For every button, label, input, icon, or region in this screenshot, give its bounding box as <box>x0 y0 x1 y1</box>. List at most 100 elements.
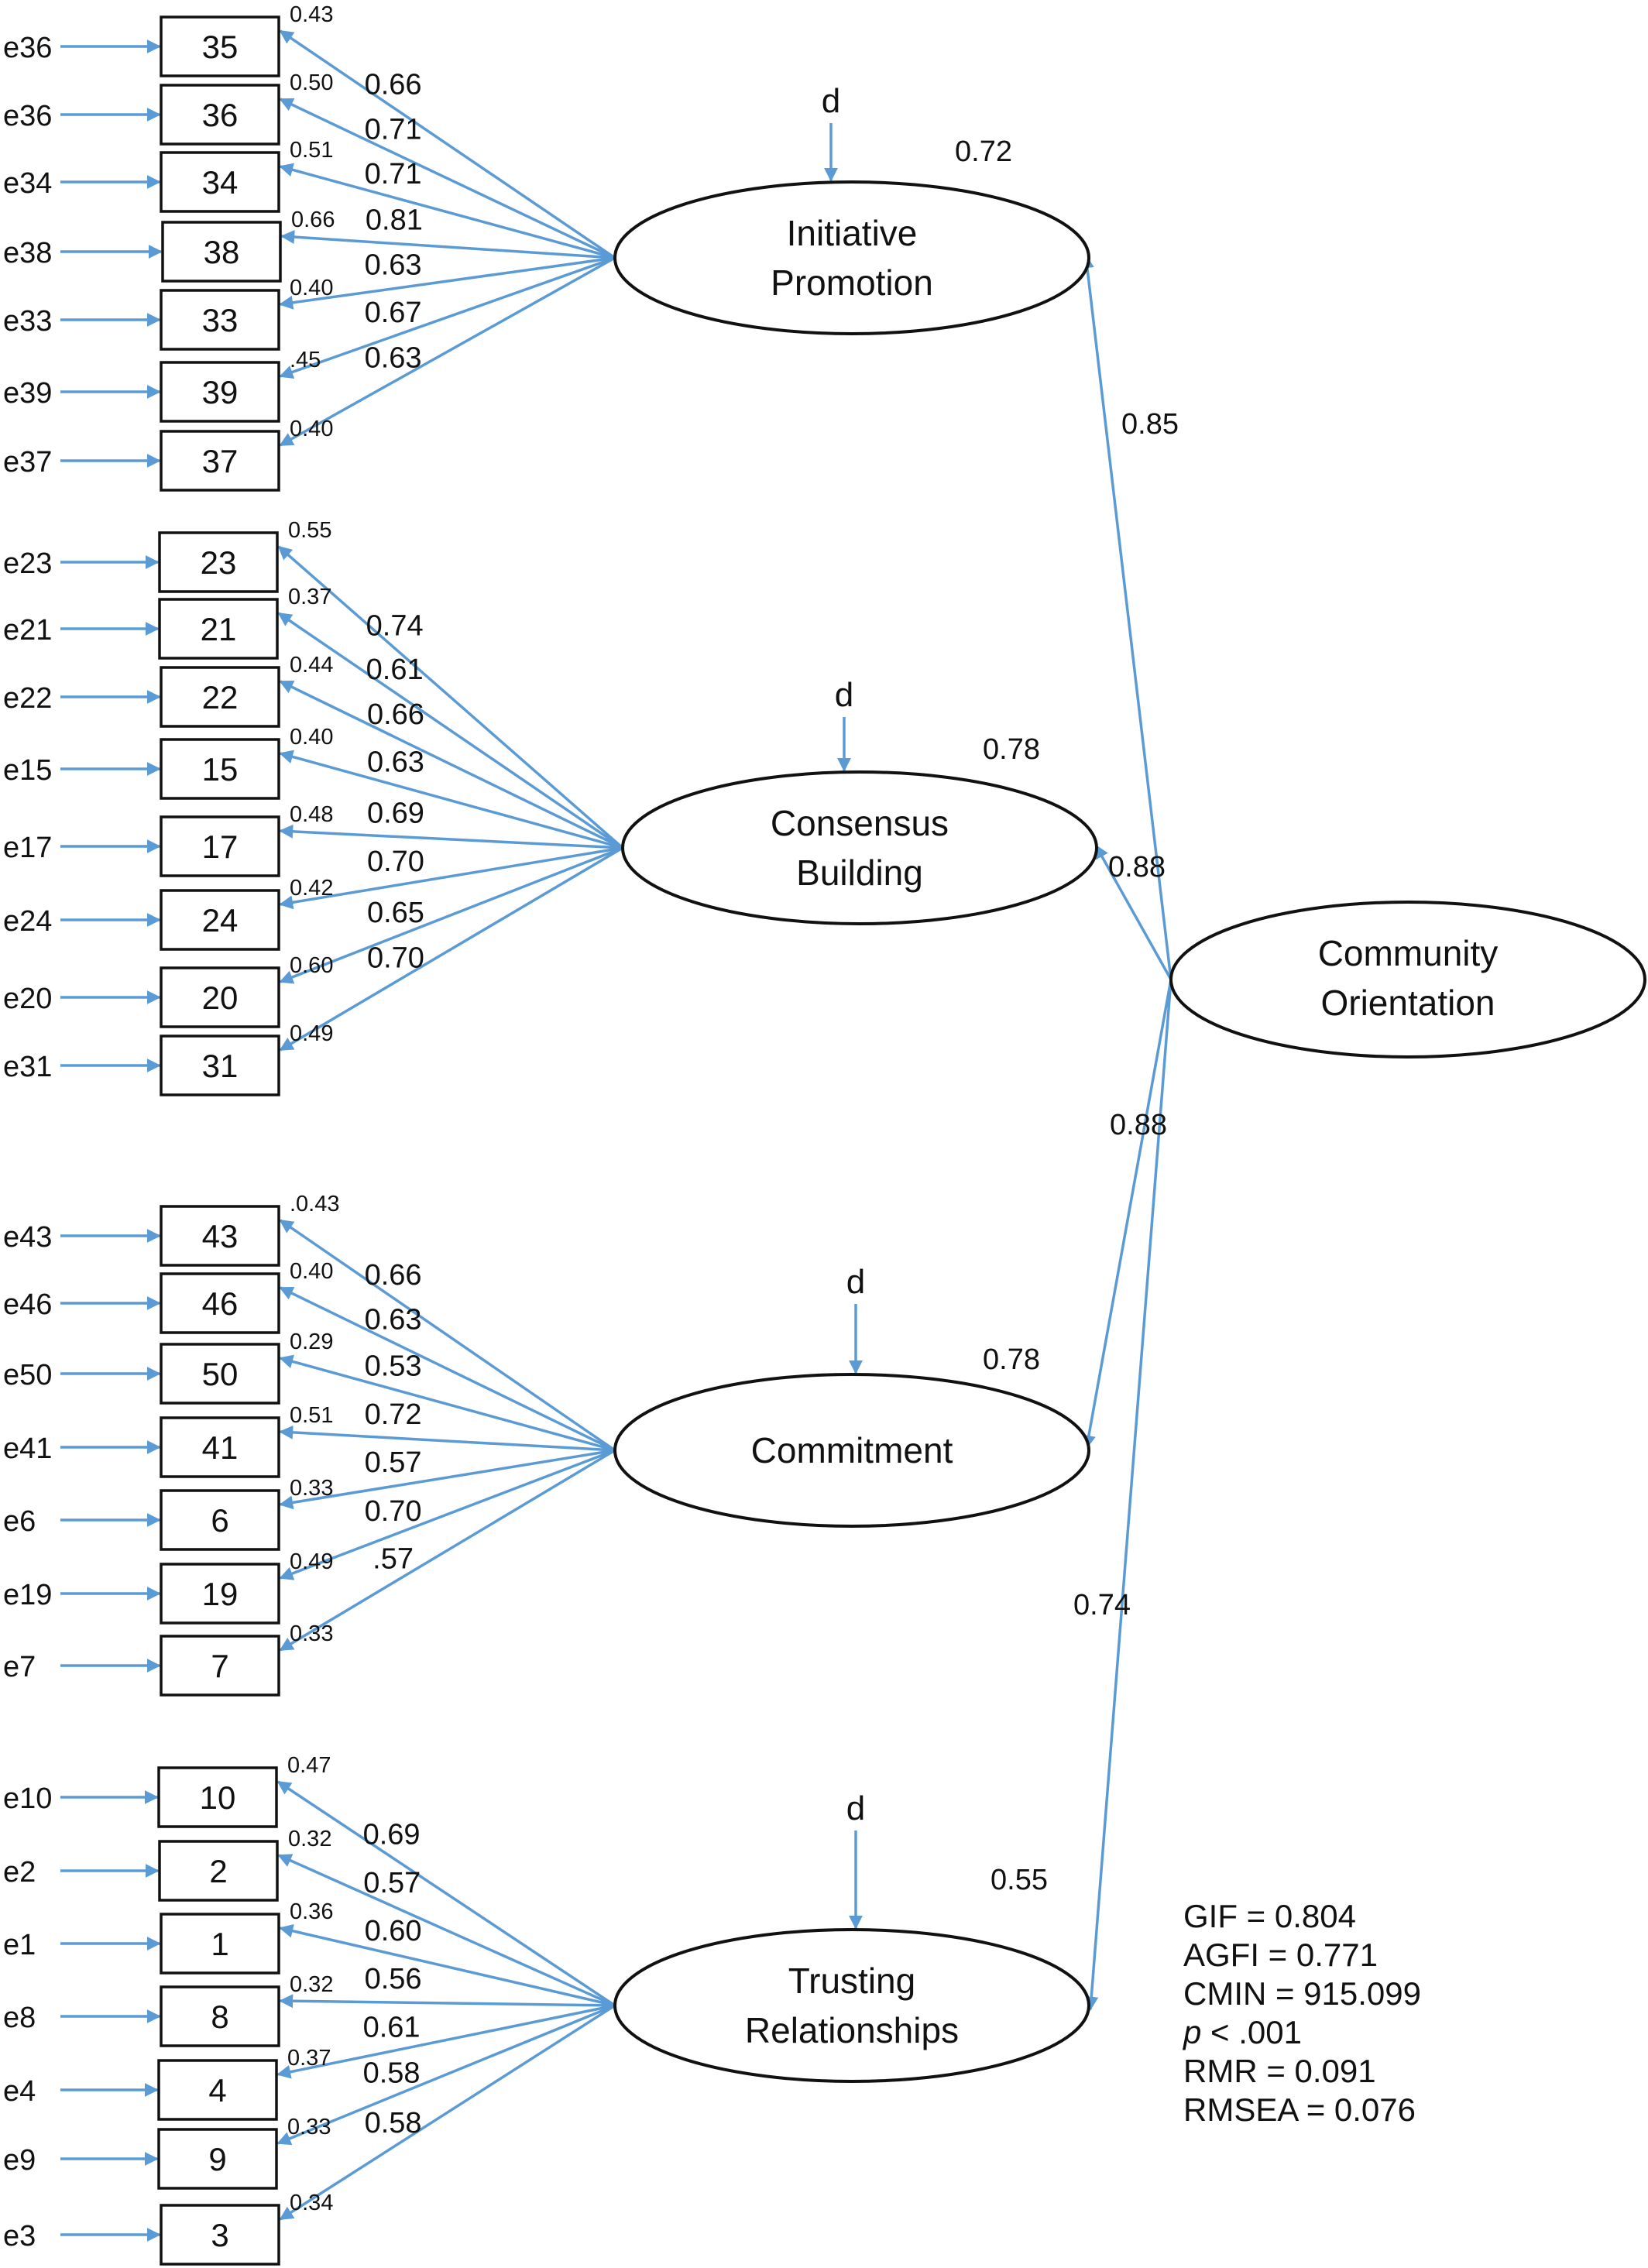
indicator-box <box>160 361 280 423</box>
error-term-label: e36 <box>3 100 52 132</box>
loading-arrow <box>279 256 616 310</box>
indicator-label: 1 <box>211 1926 228 1962</box>
indicator-label: 3 <box>211 2217 228 2253</box>
indicator-r2-label: 0.34 <box>290 2191 333 2215</box>
loading-arrow <box>277 545 624 849</box>
error-term-label: e15 <box>3 754 52 787</box>
error-term-label: e21 <box>3 614 52 647</box>
second-order-path-arrow <box>1084 979 1172 2011</box>
loading-arrow <box>279 1449 616 1652</box>
indicator-label: 35 <box>202 29 239 65</box>
loading-arrow <box>279 2004 616 2221</box>
second-order-path-arrow <box>1080 254 1172 980</box>
loading-arrow <box>279 1449 616 1510</box>
path-coefficient-label: 0.88 <box>1108 851 1166 884</box>
error-term-label: e39 <box>3 377 52 410</box>
indicator-r2-label: 0.32 <box>288 1827 331 1851</box>
path-coefficient-label: 0.74 <box>1073 1589 1131 1621</box>
indicator-box <box>160 1635 280 1697</box>
indicator-r2-label: 0.66 <box>291 208 335 232</box>
indicator-r2-label: 0.60 <box>290 953 333 978</box>
indicator-box <box>160 15 280 77</box>
indicator-r2-label: 0.33 <box>290 1476 333 1501</box>
loading-arrow <box>276 1780 616 2007</box>
factor-label-trusting: Relationships <box>745 2010 959 2050</box>
indicator-label: 23 <box>201 544 237 581</box>
loading-label: .57 <box>373 1542 414 1575</box>
indicator-label: 50 <box>202 1356 239 1392</box>
indicator-r2-label: 0.43 <box>290 2 333 27</box>
loading-label: 0.58 <box>365 2107 422 2139</box>
fit-cmin: CMIN = 915.099 <box>1183 1975 1422 2012</box>
loading-arrow <box>279 256 616 379</box>
loading-arrow <box>279 1994 616 2009</box>
loading-arrow <box>279 1354 616 1452</box>
indicator-label: 19 <box>202 1576 239 1612</box>
factor-r2-label: 0.78 <box>983 733 1040 766</box>
indicator-box <box>160 151 280 213</box>
indicator-box <box>157 2059 278 2121</box>
loading-label: 0.53 <box>365 1350 422 1382</box>
indicator-label: 34 <box>202 164 239 201</box>
error-term-label: e37 <box>3 446 52 479</box>
indicator-box <box>160 738 280 800</box>
indicator-box <box>158 1840 279 1902</box>
error-term-label: e8 <box>3 2002 36 2034</box>
loading-arrow <box>277 1854 616 2007</box>
disturbance-label: d <box>846 1263 865 1301</box>
diagram-labels: CommunityOrientation0.85InitiativePromot… <box>3 2 1498 2253</box>
error-term-label: e50 <box>3 1359 52 1391</box>
indicator-box <box>160 1034 280 1096</box>
indicator-label: 31 <box>202 1048 239 1084</box>
error-term-label: e43 <box>3 1221 52 1254</box>
loading-label: 0.61 <box>363 2012 421 2044</box>
indicator-label: 20 <box>202 980 239 1016</box>
loading-label: 0.72 <box>365 1398 422 1431</box>
indicator-label: 46 <box>202 1285 239 1322</box>
error-term-label: e31 <box>3 1051 52 1083</box>
loading-arrow <box>276 2004 616 2146</box>
indicator-label: 22 <box>202 679 239 715</box>
error-term-label: e22 <box>3 682 52 715</box>
indicator-box <box>157 2128 278 2190</box>
indicator-r2-label: 0.29 <box>290 1330 333 1354</box>
loading-label: 0.57 <box>363 1867 421 1899</box>
indicator-box <box>160 889 280 951</box>
error-term-label: e20 <box>3 983 52 1015</box>
indicator-label: 33 <box>202 302 239 338</box>
loading-label: 0.63 <box>365 249 422 282</box>
indicator-r2-label: 0.32 <box>290 1972 333 1997</box>
indicator-box <box>160 2204 280 2266</box>
loading-label: 0.63 <box>367 746 424 778</box>
indicator-box <box>160 289 280 351</box>
indicator-label: 37 <box>202 443 239 479</box>
indicator-box <box>160 1343 280 1405</box>
indicator-box <box>160 1416 280 1478</box>
factor-label-commitment: Commitment <box>751 1430 953 1470</box>
loading-arrow <box>277 612 623 849</box>
indicator-box <box>160 84 280 146</box>
factor-label-consensus: Building <box>796 853 923 893</box>
indicator-r2-label: 0.55 <box>288 518 331 543</box>
indicator-label: 17 <box>202 829 239 865</box>
loading-label: 0.81 <box>366 204 423 237</box>
indicator-box <box>158 598 279 660</box>
error-term-label: e33 <box>3 305 52 338</box>
indicator-r2-label: 0.50 <box>290 70 333 95</box>
error-term-label: e38 <box>3 237 52 269</box>
factor-ellipse-commitment <box>613 1373 1090 1528</box>
indicator-box <box>161 221 282 283</box>
error-term-label: e2 <box>3 1856 36 1889</box>
indicator-r2-label: 0.48 <box>290 802 333 827</box>
p-symbol: p <box>1183 2014 1202 2050</box>
indicator-r2-label: 0.40 <box>290 276 333 300</box>
indicator-r2-label: 0.40 <box>290 725 333 750</box>
indicator-label: 24 <box>202 902 239 938</box>
indicator-box <box>160 1489 280 1551</box>
indicator-r2-label: 0.37 <box>288 585 331 609</box>
indicator-r2-label: 0.49 <box>290 1549 333 1574</box>
indicator-box <box>158 531 279 593</box>
fit-p-value: p < .001 <box>1183 2013 1555 2052</box>
loading-label: 0.65 <box>367 897 424 929</box>
